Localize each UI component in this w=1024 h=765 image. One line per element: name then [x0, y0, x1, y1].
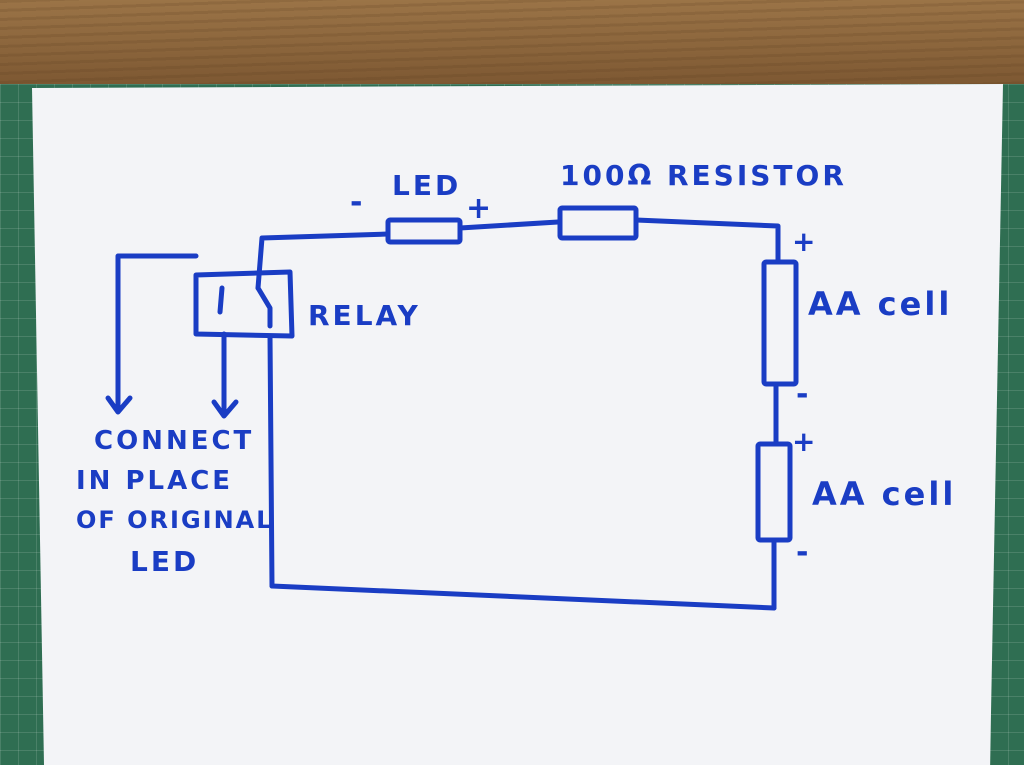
led-component — [385, 217, 463, 245]
wire-left — [267, 333, 275, 589]
connect-arrow-left — [105, 395, 133, 415]
led-label: LED — [392, 169, 462, 202]
relay-switch — [255, 285, 273, 329]
relay-contact-left — [217, 285, 225, 315]
cell-top-label: AA cell — [808, 285, 953, 323]
connect-note-line-3: OF ORIGINAL — [76, 506, 274, 534]
cell-top-plus-sign: + — [792, 225, 816, 258]
cell-bottom-label: AA cell — [812, 475, 957, 513]
connect-note-line-1: CONNECT — [94, 426, 255, 456]
resistor-component — [557, 205, 639, 241]
resistor-label: 100Ω RESISTOR — [560, 159, 847, 192]
led-minus-sign: - — [350, 185, 363, 220]
connect-wire-left — [115, 253, 199, 413]
wooden-desk — [0, 0, 1024, 92]
led-plus-sign: + — [466, 191, 492, 226]
wire-resistor-to-cell — [633, 217, 781, 265]
connect-arrow-right — [211, 399, 239, 419]
wire-led-to-resistor — [457, 219, 561, 231]
cell-bottom-minus-sign: - — [796, 535, 809, 570]
relay-label: RELAY — [308, 299, 421, 332]
aa-cell-bottom — [755, 441, 793, 543]
aa-cell-top — [761, 259, 799, 387]
wire-bottom — [269, 583, 777, 611]
paper-background — [32, 84, 1003, 765]
connect-note-line-4: LED — [130, 545, 200, 578]
cell-top-minus-sign: - — [796, 377, 809, 412]
cell-bottom-plus-sign: + — [792, 425, 816, 458]
relay-box — [193, 269, 295, 339]
connect-note-line-2: IN PLACE — [76, 466, 234, 496]
